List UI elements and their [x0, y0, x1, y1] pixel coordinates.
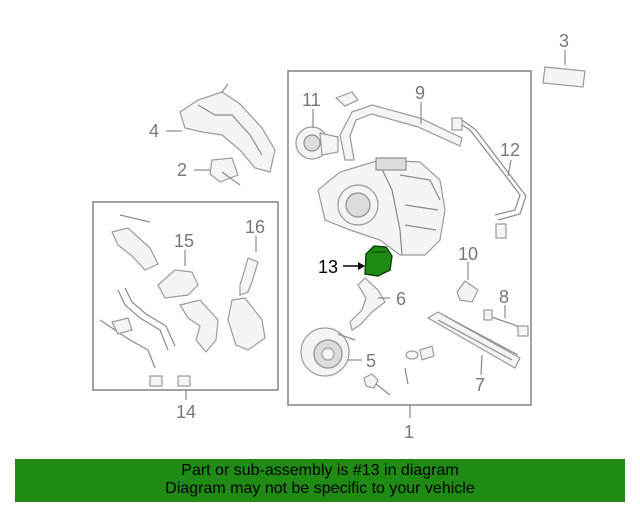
- part-5[interactable]: [300, 327, 362, 377]
- part-4[interactable]: [166, 83, 276, 173]
- bracket-part-e: [227, 297, 266, 351]
- callout-15: 15: [174, 231, 194, 251]
- screw-bolt: [363, 373, 391, 396]
- part-11[interactable]: [295, 91, 359, 160]
- callout-5: 5: [366, 351, 376, 371]
- hose-part-b: [117, 287, 176, 351]
- callout-16: 16: [245, 217, 265, 237]
- duct-part-d: [179, 299, 219, 353]
- hose-part-a: [111, 214, 159, 271]
- callout-2: 2: [177, 160, 187, 180]
- part-12[interactable]: [451, 117, 527, 239]
- callout-6: 6: [396, 289, 406, 309]
- callout-3: 3: [559, 31, 569, 51]
- part-15[interactable]: [157, 250, 199, 299]
- callout-12: 12: [500, 140, 520, 160]
- part-2[interactable]: [194, 157, 241, 186]
- callout-9: 9: [415, 83, 425, 103]
- callout-4: 4: [149, 121, 159, 141]
- part-7[interactable]: [426, 311, 521, 376]
- part-10[interactable]: [456, 262, 479, 303]
- small-fastener: [404, 345, 435, 385]
- clip-parts: [149, 375, 191, 387]
- callout-14: 14: [176, 402, 196, 422]
- part-16[interactable]: [239, 236, 259, 296]
- banner-line-2: Diagram may not be specific to your vehi…: [165, 480, 475, 497]
- callout-1: 1: [404, 422, 414, 442]
- callout-13: 13: [318, 257, 338, 277]
- part-9[interactable]: [339, 102, 463, 161]
- part-13[interactable]: [343, 245, 393, 277]
- part-3[interactable]: [542, 50, 586, 88]
- callout-8: 8: [499, 287, 509, 307]
- part-8[interactable]: [483, 305, 529, 337]
- hose-part-c: [99, 317, 156, 369]
- banner-line-1: Part or sub-assembly is #13 in diagram: [181, 462, 459, 479]
- info-banner: Part or sub-assembly is #13 in diagram D…: [15, 459, 625, 502]
- callout-11: 11: [302, 90, 321, 110]
- callout-7: 7: [475, 375, 485, 395]
- hvac-housing[interactable]: [317, 157, 446, 256]
- callout-10: 10: [458, 244, 478, 264]
- part-6[interactable]: [349, 277, 390, 331]
